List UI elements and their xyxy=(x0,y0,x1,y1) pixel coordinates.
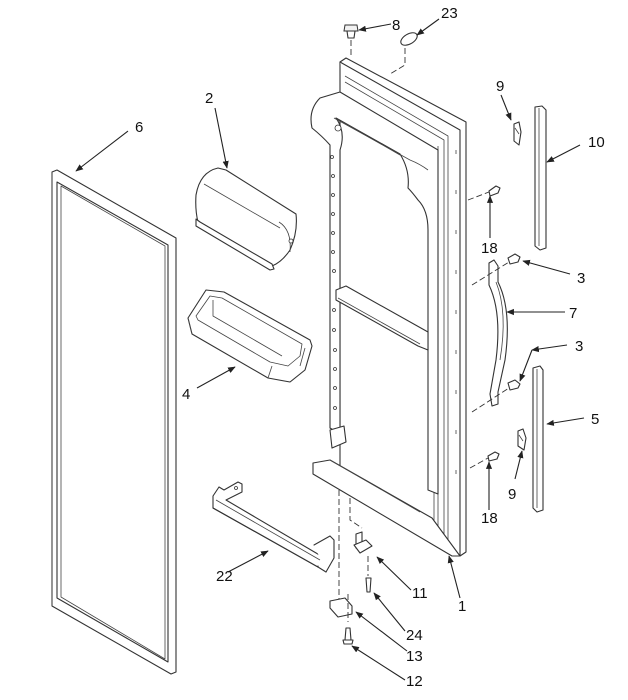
callout-3-upper: 3 xyxy=(577,270,585,287)
callout-22: 22 xyxy=(216,568,233,585)
bottom-hinge-pin xyxy=(349,498,373,576)
callout-10: 10 xyxy=(588,134,605,151)
screw-bottom xyxy=(342,627,354,645)
hinge-screw xyxy=(365,577,372,593)
callout-6: 6 xyxy=(135,119,143,136)
callout-4: 4 xyxy=(182,386,190,403)
cap-plug xyxy=(389,32,418,75)
callout-7: 7 xyxy=(569,305,577,322)
callout-18-upper: 18 xyxy=(481,240,498,257)
upper-trim xyxy=(534,105,547,251)
bottom-hinge xyxy=(329,490,353,622)
leader-lines xyxy=(75,18,585,681)
callout-9-lower: 9 xyxy=(508,486,516,503)
callout-11: 11 xyxy=(412,585,428,602)
door-assembly xyxy=(310,57,467,557)
clip-lower xyxy=(517,428,527,451)
handle xyxy=(488,259,508,407)
screw-lower-handle xyxy=(471,379,521,413)
canister-cover xyxy=(195,167,297,271)
callout-18-lower: 18 xyxy=(481,510,498,527)
screw-lower-trim xyxy=(469,451,500,469)
callout-12: 12 xyxy=(406,673,423,690)
screw-upper-handle xyxy=(471,253,521,286)
callout-24: 24 xyxy=(406,627,423,644)
callout-5: 5 xyxy=(591,411,599,428)
door-bin xyxy=(187,289,313,383)
callout-2: 2 xyxy=(205,90,213,107)
callout-9-upper: 9 xyxy=(496,78,504,95)
door-rail xyxy=(212,481,335,573)
screw-upper-trim xyxy=(467,185,501,201)
door-gasket xyxy=(51,169,177,675)
callout-13: 13 xyxy=(406,648,423,665)
clip-upper xyxy=(513,121,522,146)
top-hinge-pin xyxy=(343,24,359,56)
callout-23: 23 xyxy=(441,5,458,22)
callout-labels: 6 2 4 22 8 23 9 10 18 3 7 3 5 9 18 1 11 … xyxy=(135,5,605,690)
callout-8: 8 xyxy=(392,17,400,34)
callout-1: 1 xyxy=(458,598,466,615)
callout-3-lower: 3 xyxy=(575,338,583,355)
lower-trim xyxy=(532,365,544,513)
